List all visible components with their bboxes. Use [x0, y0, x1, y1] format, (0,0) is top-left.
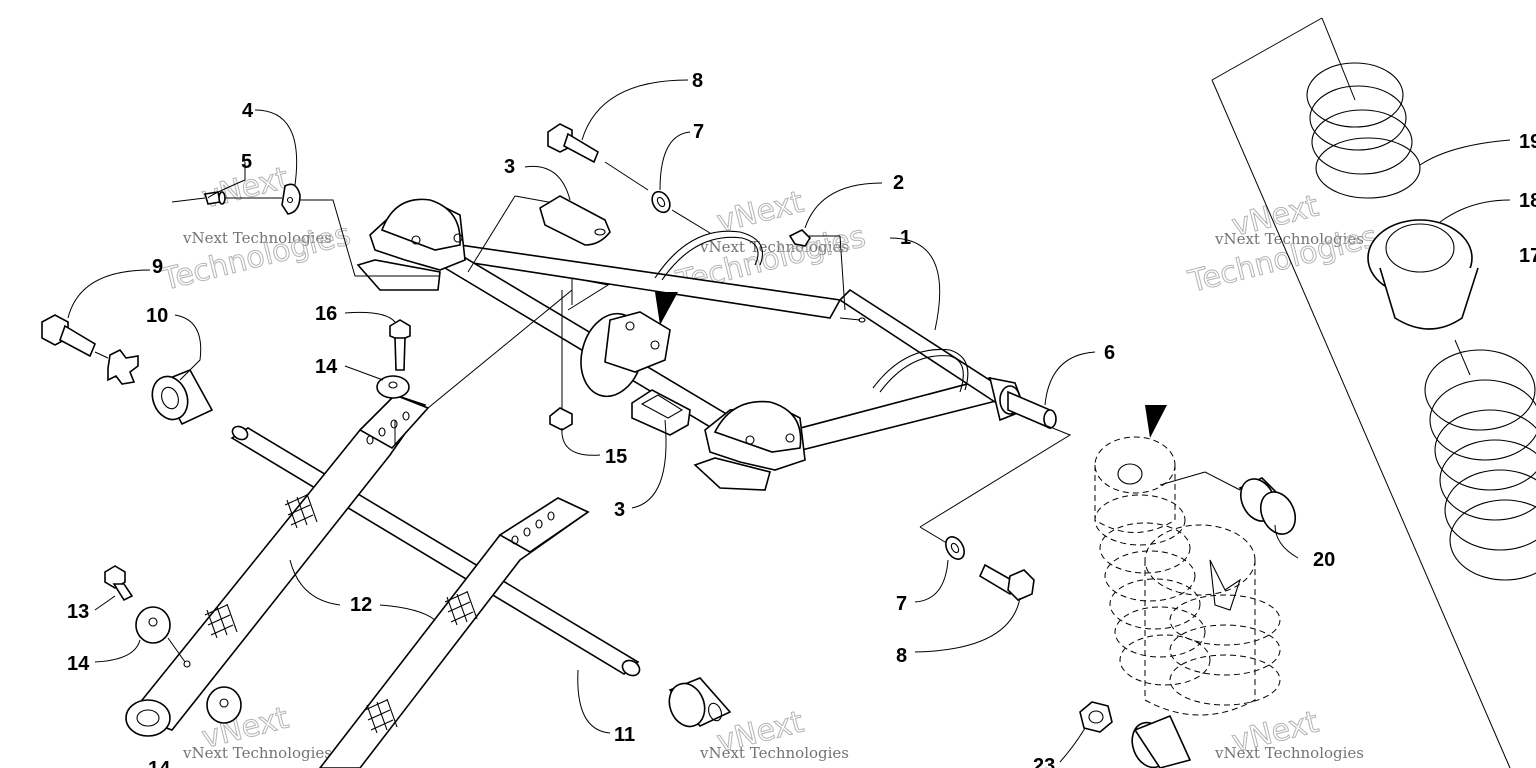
callout-3-bottom: 3: [614, 499, 625, 521]
adjust-holes: [511, 511, 555, 545]
watermark-line: vNext Technologies: [699, 744, 849, 762]
callout-leaders: [67, 17, 1511, 763]
bolt-right: [978, 563, 1035, 601]
callout-3-top: 3: [504, 156, 515, 178]
bolt-13: [104, 565, 134, 602]
pointer-arrow-shock: [1145, 405, 1167, 438]
callout-4: 4: [242, 100, 254, 122]
watermark-line: vNext Technologies: [699, 238, 849, 256]
lock-washer-right: [945, 536, 965, 560]
mesh-hatch: [204, 493, 318, 639]
bushing-right: [668, 677, 732, 728]
bushing-left: [151, 368, 214, 426]
watermark-bottom-right: vNext vNext Technologies: [1214, 704, 1364, 762]
watermark-top-left: vNext vNext Technologies Technologies: [157, 160, 354, 298]
watermark-line: vNext Technologies: [1214, 744, 1364, 762]
lock-washer-top: [651, 190, 671, 214]
callout-14-left: 14: [67, 653, 90, 675]
bushing-bottom: [1131, 714, 1192, 768]
clip-nut: [281, 183, 301, 215]
callout-11: 11: [614, 724, 635, 746]
washer-14-top: [376, 375, 410, 399]
axis-lines: [300, 195, 1072, 546]
flange-nut-15: [549, 407, 573, 431]
watermark-bottom-center: vNext vNext Technologies: [699, 704, 849, 762]
callout-12: 12: [350, 594, 372, 616]
bolt-top: [547, 123, 599, 164]
callout-2: 2: [893, 172, 904, 194]
callout-23: 23: [1033, 755, 1055, 768]
callout-8-right: 8: [896, 645, 907, 667]
shock-absorber: [1094, 436, 1281, 716]
adjust-holes: [366, 411, 410, 445]
callout-6: 6: [1104, 342, 1115, 364]
callout-18: 18: [1519, 190, 1536, 212]
watermark-line: vNext Technologies: [182, 229, 332, 247]
grease-fitting: [788, 229, 846, 311]
callout-7-top: 7: [693, 121, 704, 143]
callout-13: 13: [67, 601, 89, 623]
callout-labels: 1 2 3 3 4 5 6 7 7 8 8 9 10 11 12 13 14 1…: [67, 70, 1536, 768]
callout-19: 19: [1519, 131, 1536, 153]
spring-lower: [1424, 349, 1536, 581]
wear-pad-bottom: [631, 389, 691, 436]
callout-17: 17: [1519, 245, 1536, 267]
bolt-left: [41, 314, 97, 358]
callout-14-bottom: 14: [148, 758, 171, 768]
spring-cup-18: [1367, 219, 1479, 330]
callout-16: 16: [315, 303, 337, 325]
rail-arm-left: [125, 394, 430, 737]
callout-14-top: 14: [315, 356, 338, 378]
callout-10: 10: [146, 305, 168, 327]
lock-washer-left: [107, 348, 139, 385]
pointer-arrow-center: [655, 292, 678, 325]
callout-15: 15: [605, 446, 627, 468]
rail-arm-right: [318, 497, 590, 768]
callout-9: 9: [152, 256, 163, 278]
spring-upper: [1306, 62, 1421, 199]
callout-5: 5: [241, 151, 252, 173]
washer-14-bottom: [206, 686, 242, 724]
wear-pad-top: [539, 195, 611, 246]
mesh-hatch: [364, 590, 478, 734]
watermark-line: vNext Technologies: [1214, 230, 1364, 248]
washer-14-left: [135, 606, 171, 644]
bushing-20: [1238, 477, 1297, 535]
callout-7-right: 7: [896, 593, 907, 615]
watermark-line: vNext Technologies: [182, 744, 332, 762]
rivet: [171, 191, 282, 205]
bolt-16: [389, 319, 411, 371]
watermark-bottom-left: vNext vNext Technologies: [182, 700, 332, 762]
nut-23: [1079, 701, 1113, 733]
callout-1: 1: [900, 227, 911, 249]
callout-20: 20: [1313, 549, 1335, 571]
spring-panel: [1211, 17, 1511, 768]
front-arm-frame: [356, 198, 1057, 491]
callout-8-top: 8: [692, 70, 703, 92]
